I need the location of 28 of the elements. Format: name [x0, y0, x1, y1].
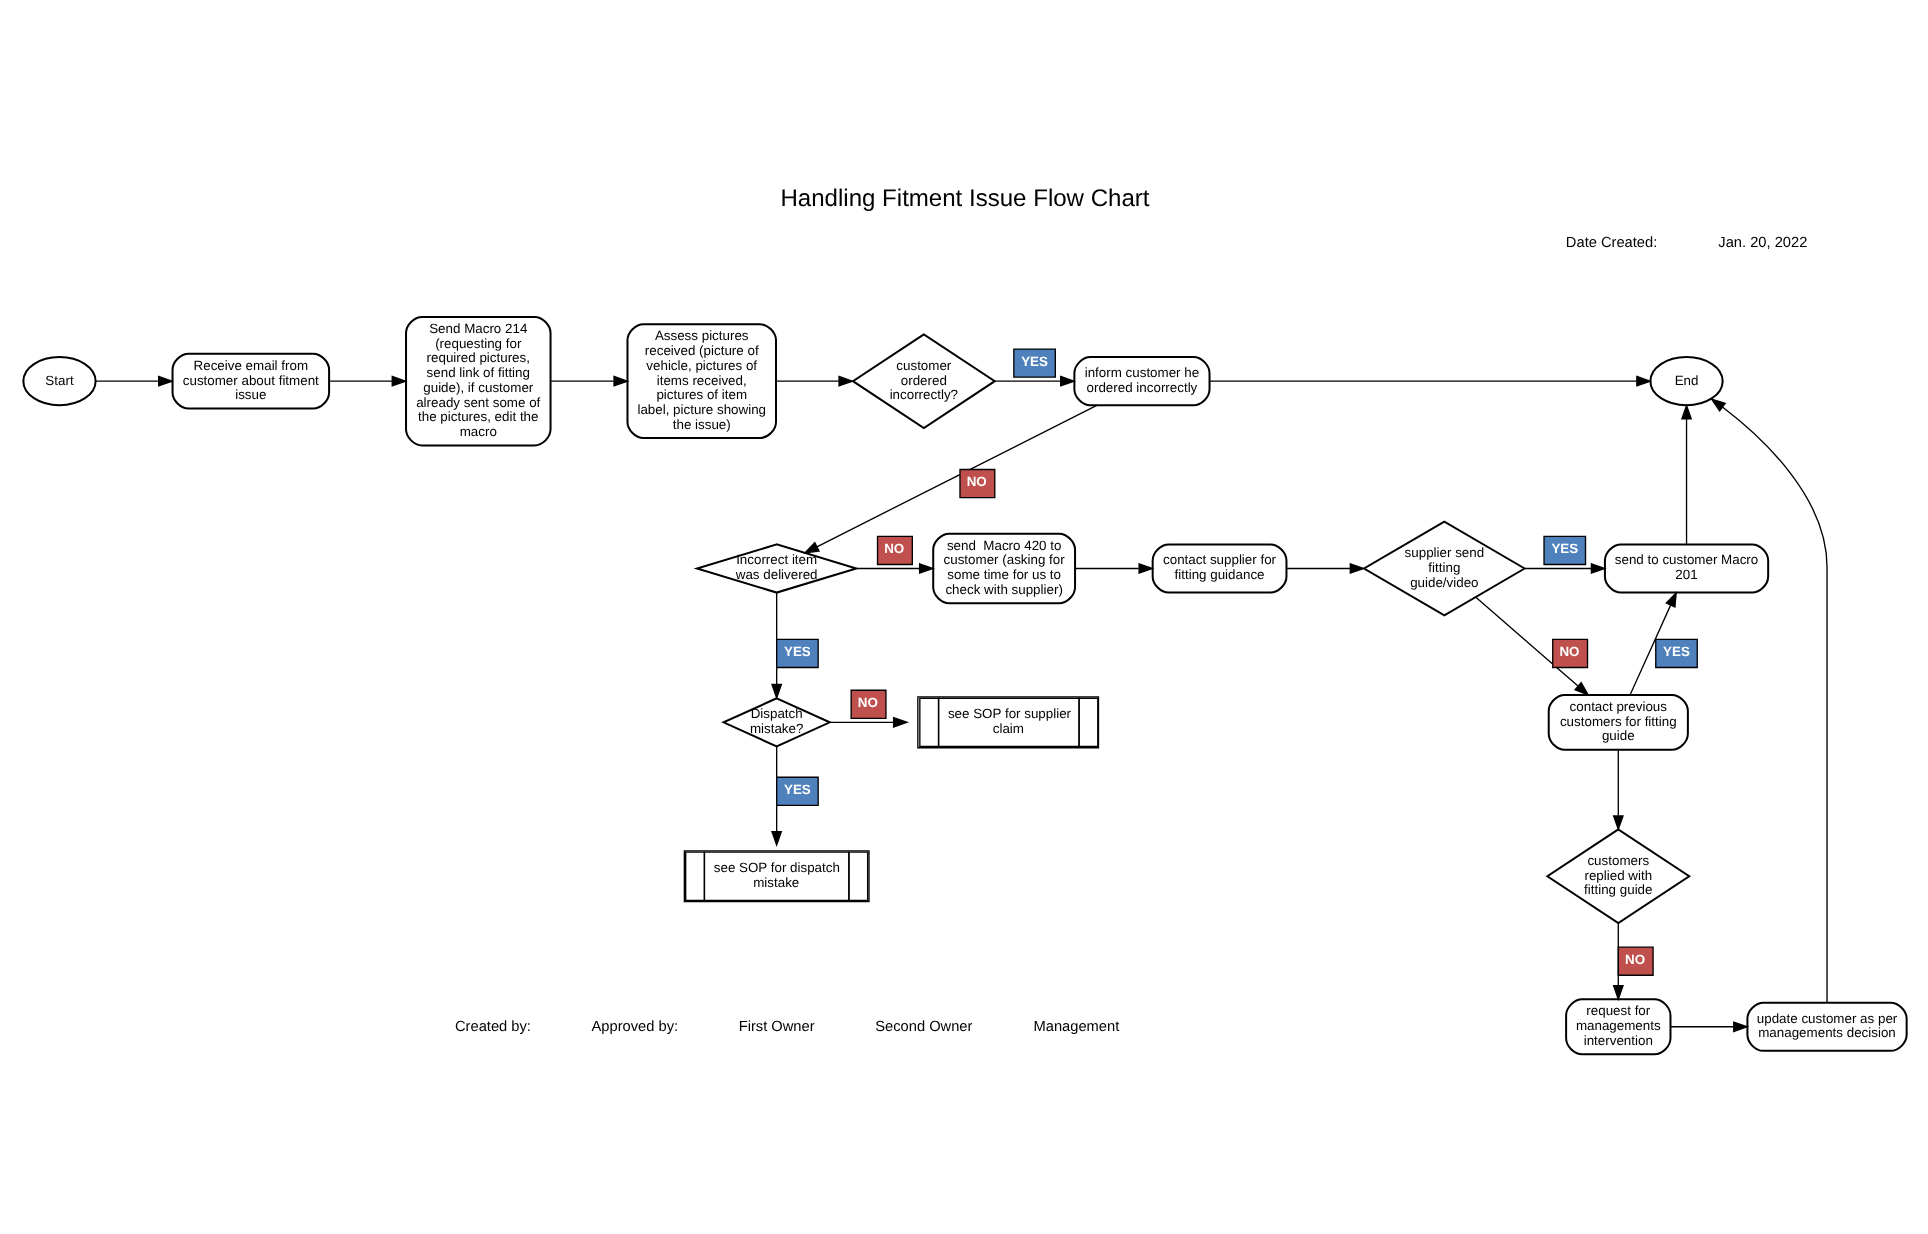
label: Approved by: — [590, 1015, 678, 1034]
arrow — [1611, 921, 1623, 1001]
label: First Owner — [737, 1015, 814, 1034]
label: Created by: — [454, 1015, 530, 1034]
arrow — [549, 374, 629, 386]
arrow — [1285, 561, 1365, 574]
arrow — [1709, 396, 1827, 1003]
arrow — [802, 403, 1097, 553]
arrow — [828, 715, 909, 727]
arrow — [774, 374, 854, 386]
arrow — [770, 591, 782, 699]
arrow — [1628, 589, 1676, 695]
diagram-title: Handling Fitment Issue Flow Chart — [779, 183, 1149, 212]
arrow — [1523, 561, 1606, 574]
arrow — [1073, 561, 1154, 574]
arrow — [1679, 402, 1692, 544]
arrow — [993, 374, 1076, 386]
label: Second Owner — [874, 1015, 972, 1034]
arrow — [855, 561, 934, 574]
arrow — [327, 374, 407, 386]
label: Management — [1032, 1015, 1119, 1034]
label: Jan. 20, 2022 — [1717, 232, 1807, 251]
arrow — [770, 745, 782, 846]
arrow — [1669, 1020, 1749, 1032]
arrow — [1208, 374, 1652, 386]
label: Date Created: — [1564, 232, 1657, 251]
arrow — [1611, 748, 1623, 831]
arrow — [94, 374, 174, 386]
